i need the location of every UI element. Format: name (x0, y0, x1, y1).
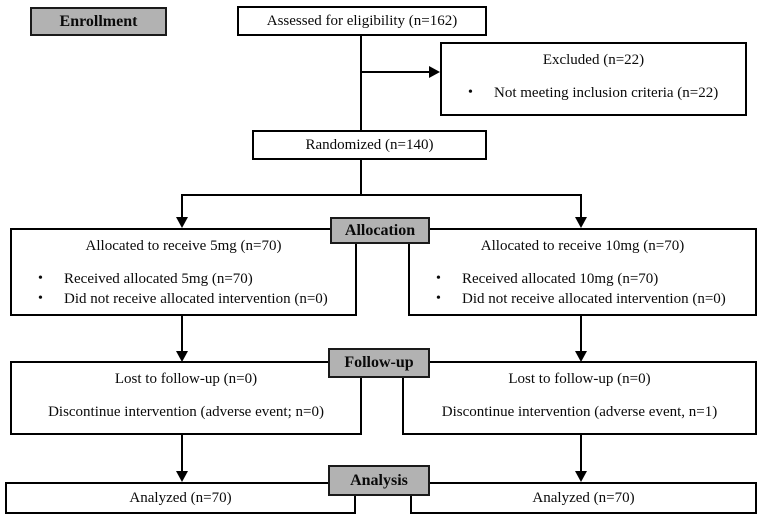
randomized-box: Randomized (n=140) (252, 130, 487, 160)
allocated-5mg-box: Allocated to receive 5mg (n=70) • Receiv… (10, 228, 357, 316)
stage-label-followup: Follow-up (328, 348, 430, 378)
arrow-down-icon (575, 471, 587, 482)
arrow-down-icon (575, 351, 587, 362)
excluded-box: Excluded (n=22) • Not meeting inclusion … (440, 42, 747, 116)
connector-followup-analysis-left (181, 433, 183, 473)
connector-followup-analysis-right (580, 433, 582, 473)
followup-5mg-box: Lost to follow-up (n=0) Discontinue inte… (10, 361, 362, 435)
bullet-icon: • (436, 291, 441, 306)
analyzed-5mg-box: Analyzed (n=70) (5, 482, 356, 514)
allocated-5mg-bullet-item: • Received allocated 5mg (n=70) (12, 269, 355, 289)
bullet-icon: • (38, 291, 43, 306)
followup-10mg-box: Lost to follow-up (n=0) Discontinue inte… (402, 361, 757, 435)
allocated-10mg-bullet-text: Received allocated 10mg (n=70) (462, 271, 659, 287)
allocated-5mg-title: Allocated to receive 5mg (n=70) (85, 238, 282, 254)
connector-randomized-split (360, 159, 362, 196)
connector-split-alloc-right (580, 194, 582, 219)
analyzed-10mg-box: Analyzed (n=70) (410, 482, 757, 514)
stage-label-analysis: Analysis (328, 465, 430, 496)
allocated-5mg-bullet-item: • Did not receive allocated intervention… (12, 289, 355, 309)
arrow-down-icon (176, 471, 188, 482)
connector-alloc-followup-left (181, 315, 183, 353)
allocated-10mg-bullet-item: • Received allocated 10mg (n=70) (410, 269, 755, 289)
bullet-icon: • (436, 271, 441, 286)
connector-assessed-excluded (360, 71, 430, 73)
arrow-down-icon (176, 217, 188, 228)
stage-label-allocation: Allocation (330, 217, 430, 244)
connector-alloc-followup-right (580, 315, 582, 353)
arrow-right-icon (429, 66, 440, 78)
allocated-5mg-bullet-text: Received allocated 5mg (n=70) (64, 271, 253, 287)
followup-5mg-line2: Discontinue intervention (adverse event;… (48, 404, 324, 420)
arrow-down-icon (575, 217, 587, 228)
excluded-bullet-item: • Not meeting inclusion criteria (n=22) (442, 83, 745, 103)
connector-split-alloc-left (181, 194, 183, 219)
allocated-5mg-bullet-text: Did not receive allocated intervention (… (64, 291, 328, 307)
allocated-10mg-box: Allocated to receive 10mg (n=70) • Recei… (408, 228, 757, 316)
connector-assessed-randomized (360, 35, 362, 131)
excluded-title: Excluded (n=22) (542, 52, 645, 68)
bullet-icon: • (38, 271, 43, 286)
followup-10mg-line1: Lost to follow-up (n=0) (508, 371, 651, 387)
allocated-10mg-title: Allocated to receive 10mg (n=70) (480, 238, 685, 254)
connector-split-horizontal (181, 194, 582, 196)
excluded-bullet-text: Not meeting inclusion criteria (n=22) (494, 85, 719, 101)
followup-5mg-line1: Lost to follow-up (n=0) (114, 371, 258, 387)
arrow-down-icon (176, 351, 188, 362)
allocated-10mg-bullet-text: Did not receive allocated intervention (… (462, 291, 726, 307)
stage-label-enrollment: Enrollment (30, 7, 167, 36)
followup-10mg-line2: Discontinue intervention (adverse event,… (441, 404, 718, 420)
allocated-10mg-bullet-item: • Did not receive allocated intervention… (410, 289, 755, 309)
assessed-box: Assessed for eligibility (n=162) (237, 6, 487, 36)
bullet-icon: • (468, 85, 473, 100)
